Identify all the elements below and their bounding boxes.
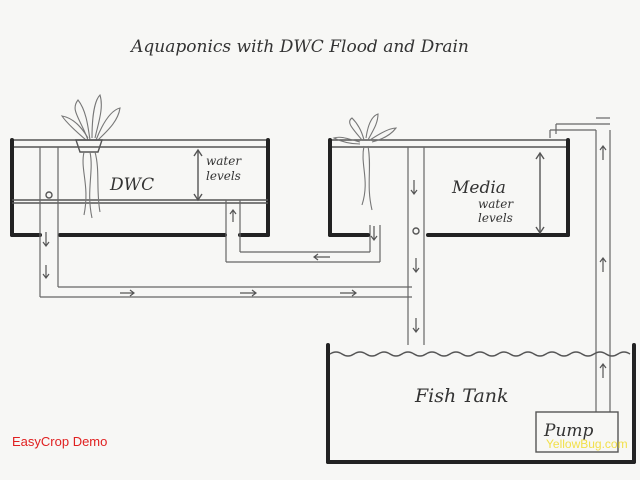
- dwc-plant-icon: [60, 93, 121, 219]
- arrow-right-bottom-1: [120, 289, 135, 297]
- media-label: Media: [451, 178, 506, 198]
- arrow-down-dwc-2: [42, 265, 50, 279]
- watermark-yellowbug: YellowBug.com: [546, 437, 628, 451]
- arrow-up-pump-2: [599, 257, 607, 272]
- watermark-easycrop: EasyCrop Demo: [12, 434, 108, 449]
- arrow-down-media-drain: [370, 226, 378, 241]
- dwc-water-levels-text-1: water: [206, 154, 242, 168]
- arrow-left-mid: [313, 253, 330, 261]
- media-tank: [328, 138, 570, 237]
- dwc-water-levels-text-2: levels: [206, 169, 241, 183]
- arrow-down-dwc-1: [42, 232, 50, 247]
- arrow-right-bottom-2: [240, 289, 257, 297]
- arrow-up-pump-1: [599, 145, 607, 160]
- arrow-up-dwc-inlet: [229, 209, 237, 222]
- arrow-up-pump-3: [599, 363, 607, 378]
- pump-box: [535, 411, 619, 453]
- dwc-drain-pipe: [39, 147, 412, 298]
- arrow-down-media-1: [410, 180, 418, 195]
- arrow-down-media-2: [412, 258, 420, 273]
- dwc-label: DWC: [109, 175, 154, 195]
- arrow-down-media-3: [412, 318, 420, 333]
- arrow-right-bottom-3: [340, 289, 357, 297]
- dwc-inlet-pipe: [225, 199, 381, 263]
- fish-tank-label: Fish Tank: [414, 385, 509, 407]
- media-water-levels-text-1: water: [478, 197, 514, 211]
- dwc-water-level-arrow: [193, 148, 203, 202]
- media-drain-pipe: [407, 147, 425, 345]
- media-plant-icon: [332, 113, 398, 211]
- pump-return-pipe: [549, 117, 611, 412]
- dwc-tank: [10, 138, 270, 237]
- pump-label: Pump: [543, 421, 594, 441]
- media-water-level-arrow: [535, 151, 545, 235]
- diagram-title: Aquaponics with DWC Flood and Drain: [129, 37, 469, 57]
- fish-tank: [326, 343, 636, 464]
- media-water-levels-text-2: levels: [478, 211, 513, 225]
